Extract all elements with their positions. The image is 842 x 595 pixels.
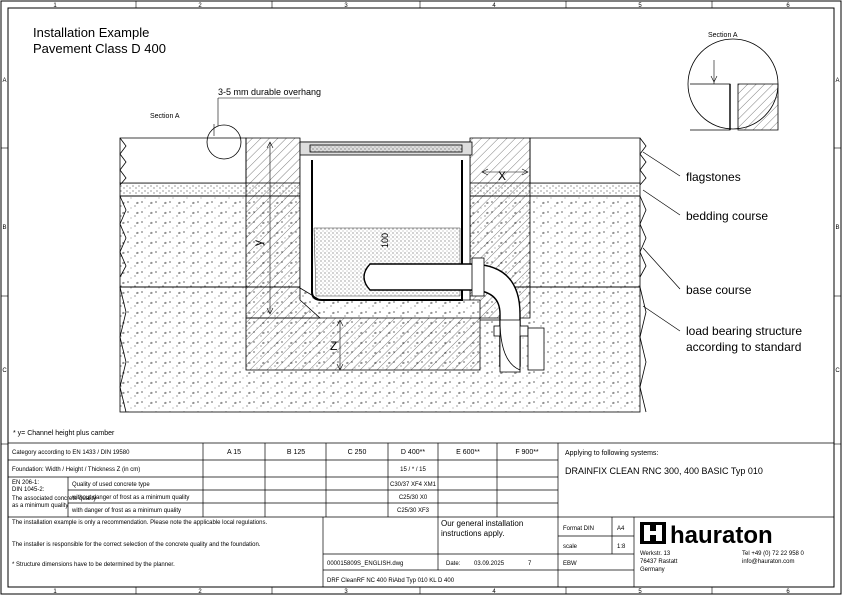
- dim-100-label: 100: [380, 233, 390, 248]
- layer-leaders: [642, 151, 681, 332]
- general-instructions-box: Our general installation instructions ap…: [441, 519, 524, 538]
- sub-left-2: as a minimum quality: [12, 503, 68, 509]
- date-label: Date:: [446, 561, 461, 567]
- col-label: 3: [344, 589, 348, 595]
- revision: 7: [528, 561, 532, 567]
- class-header: A 15: [227, 449, 241, 456]
- hauraton-logo-icon: [640, 522, 666, 544]
- class-header: F 900**: [515, 449, 539, 456]
- col-label: 5: [638, 589, 642, 595]
- class-header: D 400**: [401, 449, 425, 456]
- note-2: The installer is responsible for the cor…: [12, 542, 261, 548]
- scale-label: scale: [563, 544, 578, 550]
- dim-y-label: y: [251, 240, 265, 246]
- sub-mid-2: with danger of frost as a minimum qualit…: [71, 508, 181, 514]
- row-concrete-b: DIN 1045-2:: [12, 487, 45, 493]
- row-label: B: [2, 225, 6, 231]
- row-category-label: Category according to EN 1433 / DIN 1958…: [12, 450, 130, 456]
- title-line-2: Pavement Class D 400: [33, 41, 166, 56]
- company-addr-1: Werkstr. 13: [640, 551, 671, 557]
- row-label: A: [2, 78, 6, 84]
- concrete-2: C25/30 X0: [399, 495, 428, 501]
- layer-label-flagstones: flagstones: [686, 170, 741, 184]
- title-block: [8, 442, 834, 587]
- company-addr-3: Germany: [640, 567, 665, 573]
- class-headers: A 15 B 125 C 250 D 400** E 600** F 900**: [227, 449, 539, 456]
- date-value: 03.09.2025: [474, 561, 505, 567]
- layer-label-load-2: according to standard: [686, 340, 801, 354]
- cross-section: [119, 97, 647, 413]
- col-label: 4: [492, 3, 496, 9]
- class-header: B 125: [287, 449, 305, 456]
- title-line-1: Installation Example: [33, 25, 149, 40]
- dim-x-label: X: [498, 169, 506, 183]
- row-label: A: [835, 78, 839, 84]
- row-label: C: [2, 368, 7, 374]
- scale-value: 1:8: [617, 544, 626, 550]
- applying-label: Applying to following systems:: [565, 450, 658, 457]
- col-label: 1: [53, 589, 57, 595]
- format-value: A4: [617, 526, 625, 532]
- row-label: B: [835, 225, 839, 231]
- sub-mid-1: without danger of frost as a minimum qua…: [71, 495, 189, 501]
- row-concrete-a: EN 206-1:: [12, 480, 39, 486]
- company-addr-2: 76437 Rastatt: [640, 559, 678, 565]
- class-header: C 250: [348, 449, 367, 456]
- class-header: E 600**: [456, 449, 480, 456]
- company-tel: Tel +49 (0) 72 22 958 0: [742, 551, 805, 557]
- note-3: * Structure dimensions have to be determ…: [12, 562, 175, 568]
- layer-label-bedding: bedding course: [686, 209, 768, 223]
- general-instructions: Our general installation instructions ap…: [441, 519, 524, 538]
- concrete-1: C30/37 XF4 XM1: [390, 482, 437, 488]
- section-label-top: Section A: [708, 32, 738, 39]
- concrete-3: C25/30 XF3: [397, 508, 430, 514]
- row-quality: Quality of used concrete type: [72, 482, 150, 488]
- drawing-id: DRF CleanRF NC 400 RiAbd Typ 010 KL D 40…: [327, 578, 455, 584]
- system-name: DRAINFIX CLEAN RNC 300, 400 BASIC Typ 01…: [565, 466, 763, 476]
- overhang-note: 3-5 mm durable overhang: [218, 87, 321, 97]
- col-label: 4: [492, 589, 496, 595]
- dim-z-label: Z: [330, 339, 337, 353]
- layer-label-load-1: load bearing structure: [686, 324, 802, 338]
- section-a-detail: [687, 38, 779, 131]
- col-label: 6: [786, 589, 790, 595]
- col-label: 2: [198, 3, 202, 9]
- col-label: 6: [786, 3, 790, 9]
- col-label: 1: [53, 3, 57, 9]
- col-label: 2: [198, 589, 202, 595]
- ebw-label: EBW: [563, 561, 577, 567]
- company-mail: info@hauraton.com: [742, 559, 794, 565]
- col-label: 3: [344, 3, 348, 9]
- foundation-value: 15 / * / 15: [400, 467, 426, 473]
- row-foundation-label: Foundation: Width / Height / Thickness Z…: [12, 467, 140, 473]
- sub-left-1: The associated concrete quality: [12, 496, 96, 502]
- note-1: The installation example is only a recom…: [12, 520, 267, 526]
- footnote: * y= Channel height plus camber: [13, 430, 115, 437]
- row-label: C: [835, 368, 840, 374]
- file-name: 000015809S_ENGLISH.dwg: [327, 561, 403, 567]
- company-name: hauraton: [670, 522, 773, 549]
- layer-label-base: base course: [686, 283, 752, 297]
- col-label: 5: [638, 3, 642, 9]
- section-label-left: Section A: [150, 113, 180, 120]
- format-label: Format DIN: [563, 526, 594, 532]
